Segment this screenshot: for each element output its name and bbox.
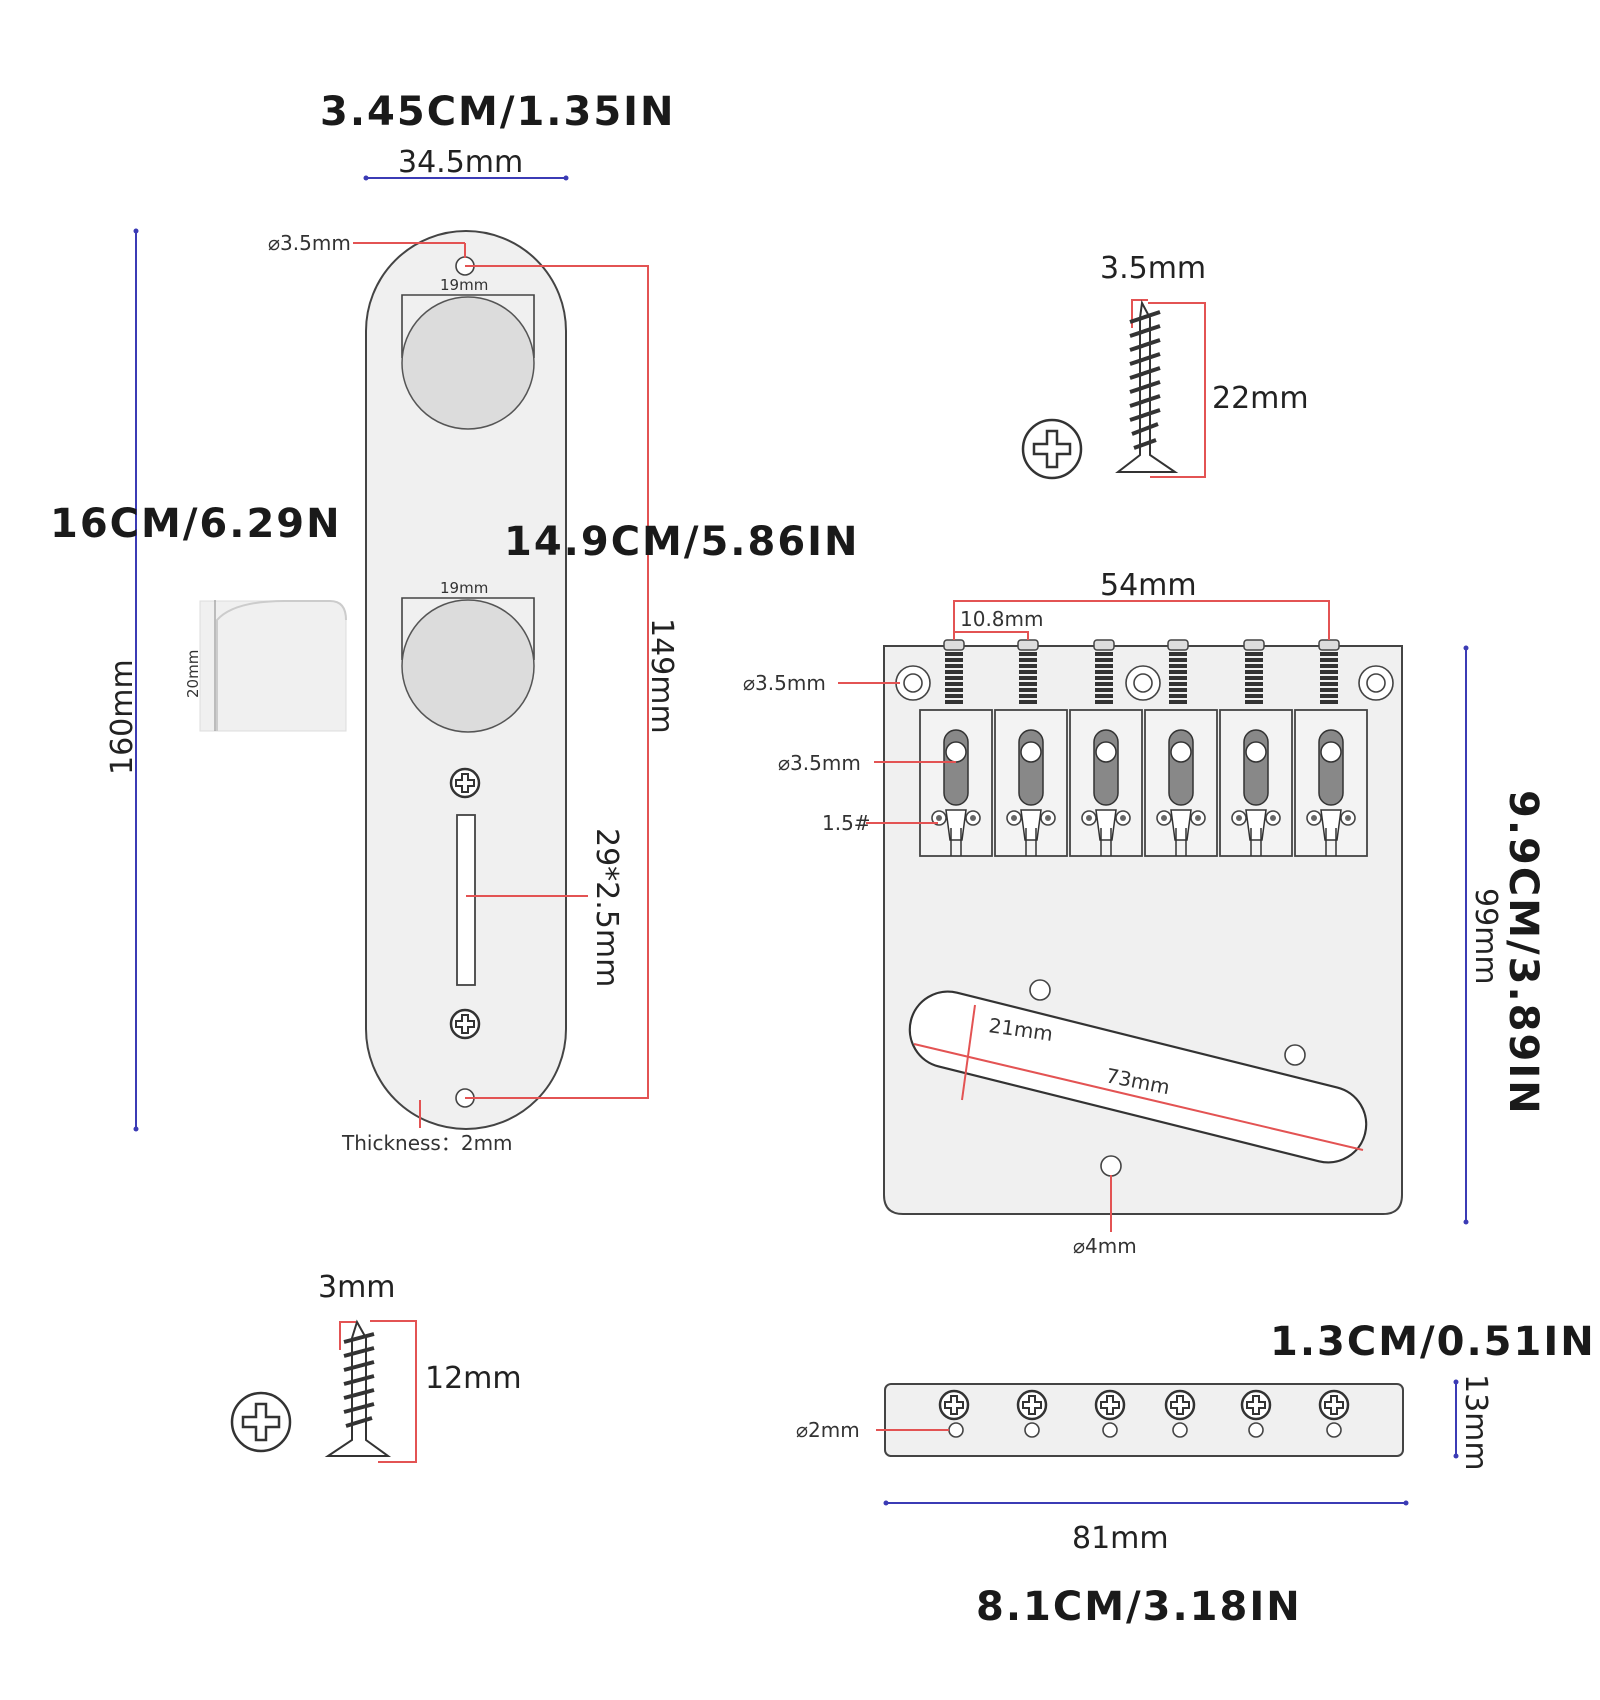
bar-screw-5-icon: [1240, 1389, 1272, 1421]
slot-size-label: 29*2.5mm: [589, 828, 624, 987]
hole-spacing-mm: 149mm: [644, 618, 679, 734]
screw-small-dia: 3mm: [318, 1270, 396, 1305]
bar-height-title: 1.3CM/0.51IN: [1270, 1319, 1596, 1365]
saddle-2: [994, 709, 1068, 857]
knob-side-view: [199, 599, 347, 732]
bar-screw-3-icon: [1094, 1389, 1126, 1421]
pickup-slot: [908, 990, 1368, 1164]
bar-length-title: 8.1CM/3.18IN: [976, 1584, 1302, 1630]
bottom-hole-label: ⌀4mm: [1073, 1234, 1137, 1258]
plate-hole-dia-label: ⌀3.5mm: [268, 231, 351, 255]
control-plate: 3.45CM/1.35IN 34.5mm ⌀3.5mm 19mm 19mm 29…: [50, 89, 860, 1155]
string-spacing-label: 54mm: [1100, 568, 1197, 603]
bar-hole-label: ⌀2mm: [796, 1418, 860, 1442]
screw-large-head-icon: [1021, 418, 1083, 480]
saddle-5: [1219, 709, 1293, 857]
bridge-plate: 54mm 10.8mm ⌀3.5mm ⌀3.5mm 1.5# 21mm 73mm…: [743, 568, 1546, 1258]
saddle-3: [1069, 709, 1143, 857]
screw-22mm: 3.5mm 22mm: [1021, 251, 1309, 480]
knob1-size-label: 19mm: [440, 276, 488, 294]
plate-screw-upper-icon: [449, 767, 481, 799]
bar-screw-6-icon: [1318, 1389, 1350, 1421]
bridge-height-title: 9.9CM/3.89IN: [1500, 790, 1546, 1116]
string-bar-outline: [884, 1383, 1404, 1457]
screw-large-length: 22mm: [1212, 381, 1309, 416]
knob-height-label: 20mm: [184, 650, 202, 698]
hole-spacing-title: 14.9CM/5.86IN: [504, 519, 860, 565]
bar-screw-4-icon: [1164, 1389, 1196, 1421]
knob-1: [401, 296, 535, 430]
bar-screw-2-icon: [1016, 1389, 1048, 1421]
mount-hole-label: ⌀3.5mm: [743, 671, 826, 695]
plate-screw-lower-icon: [449, 1008, 481, 1040]
screw-small-head-icon: [230, 1391, 292, 1453]
saddle-4: [1144, 709, 1218, 857]
plate-length-title: 16CM/6.29N: [50, 501, 342, 547]
knob2-size-label: 19mm: [440, 579, 488, 597]
saddle-hole-label: ⌀3.5mm: [778, 751, 861, 775]
string-through-bar: ⌀2mm 1.3CM/0.51IN 13mm 81mm 8.1CM/3.18IN: [796, 1319, 1596, 1630]
bridge-height-mm: 99mm: [1468, 888, 1503, 985]
wrench-size-label: 1.5#: [822, 811, 871, 835]
saddle-1: [919, 709, 993, 857]
bar-length-mm: 81mm: [1072, 1521, 1169, 1556]
screw-small-length: 12mm: [425, 1361, 522, 1396]
bar-height-mm: 13mm: [1458, 1374, 1493, 1471]
screw-large-dia: 3.5mm: [1100, 251, 1206, 286]
plate-width-mm: 34.5mm: [398, 145, 523, 180]
bar-screw-1-icon: [938, 1389, 970, 1421]
screw-12mm: 3mm 12mm: [230, 1270, 522, 1463]
knob-2: [401, 599, 535, 733]
saddle-6: [1294, 709, 1368, 857]
switch-slot: [456, 814, 476, 986]
plate-width-title: 3.45CM/1.35IN: [320, 89, 676, 135]
plate-length-mm: 160mm: [105, 659, 140, 775]
plate-thickness-label: Thickness：2mm: [341, 1131, 513, 1155]
saddle-spacing-label: 10.8mm: [960, 607, 1044, 631]
